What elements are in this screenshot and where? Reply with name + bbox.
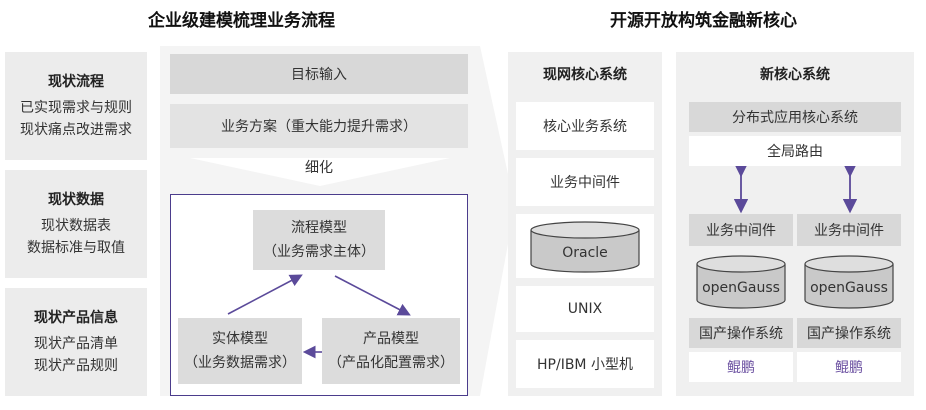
left-box-line: 已实现需求与规则	[20, 100, 132, 116]
left-box-line: 现状产品清单	[34, 336, 118, 352]
new-middleware-right: 业务中间件	[797, 214, 901, 246]
left-box-line: 现状数据表	[41, 218, 111, 234]
entity-model-box: 实体模型 （业务数据需求）	[178, 318, 302, 384]
left-box-current-product: 现状产品信息 现状产品清单 现状产品规则	[5, 288, 147, 396]
model-arrows	[227, 274, 411, 359]
process-model-box: 流程模型 （业务需求主体）	[253, 210, 385, 270]
opengauss-label-right: openGauss	[810, 280, 888, 296]
left-box-heading: 现状数据	[48, 192, 104, 208]
arrow-entity-to-process	[227, 274, 303, 315]
global-routing: 全局路由	[689, 136, 901, 166]
refine-label: 细化	[305, 160, 333, 176]
left-title: 企业级建模梳理业务流程	[148, 11, 335, 31]
kunpeng-right: 鲲鹏	[797, 352, 901, 382]
entity-model-title: 实体模型	[212, 331, 268, 347]
core-business-system: 核心业务系统	[516, 102, 654, 150]
distributed-core-system: 分布式应用核心系统	[689, 102, 901, 132]
minicomputer-box: HP/IBM 小型机	[516, 340, 654, 388]
oracle-label: Oracle	[562, 245, 608, 261]
opengauss-database-icon-left	[696, 255, 786, 309]
target-input-box: 目标输入	[170, 54, 468, 94]
process-model-subtitle: （业务需求主体）	[263, 244, 375, 260]
product-model-title: 产品模型	[363, 331, 419, 347]
business-plan-box: 业务方案（重大能力提升需求）	[170, 104, 468, 148]
left-box-heading: 现状流程	[48, 74, 104, 90]
entity-model-subtitle: （业务数据需求）	[184, 355, 296, 371]
arrow-process-to-product	[334, 275, 411, 316]
new-middleware-left: 业务中间件	[689, 214, 793, 246]
left-box-current-process: 现状流程 已实现需求与规则 现状痛点改进需求	[5, 52, 147, 160]
right-title: 开源开放构筑金融新核心	[610, 11, 797, 31]
opengauss-label-left: openGauss	[702, 280, 780, 296]
new-core-title: 新核心系统	[760, 67, 830, 83]
oracle-database-icon	[530, 221, 640, 273]
product-model-subtitle: （产品化配置需求）	[328, 355, 454, 371]
current-middleware: 业务中间件	[516, 158, 654, 206]
left-box-current-data: 现状数据 现状数据表 数据标准与取值	[5, 170, 147, 278]
current-core-title: 现网核心系统	[543, 67, 627, 83]
unix-box: UNIX	[516, 286, 654, 332]
left-box-line: 现状痛点改进需求	[20, 122, 132, 138]
routing-arrows	[733, 166, 858, 214]
product-model-box: 产品模型 （产品化配置需求）	[322, 318, 460, 384]
left-box-line: 数据标准与取值	[27, 240, 125, 256]
left-box-line: 现状产品规则	[34, 358, 118, 374]
kunpeng-left: 鲲鹏	[689, 352, 793, 382]
left-box-heading: 现状产品信息	[34, 310, 118, 326]
opengauss-database-icon-right	[804, 255, 894, 309]
domestic-os-right: 国产操作系统	[797, 318, 901, 348]
process-model-title: 流程模型	[291, 220, 347, 236]
domestic-os-left: 国产操作系统	[689, 318, 793, 348]
